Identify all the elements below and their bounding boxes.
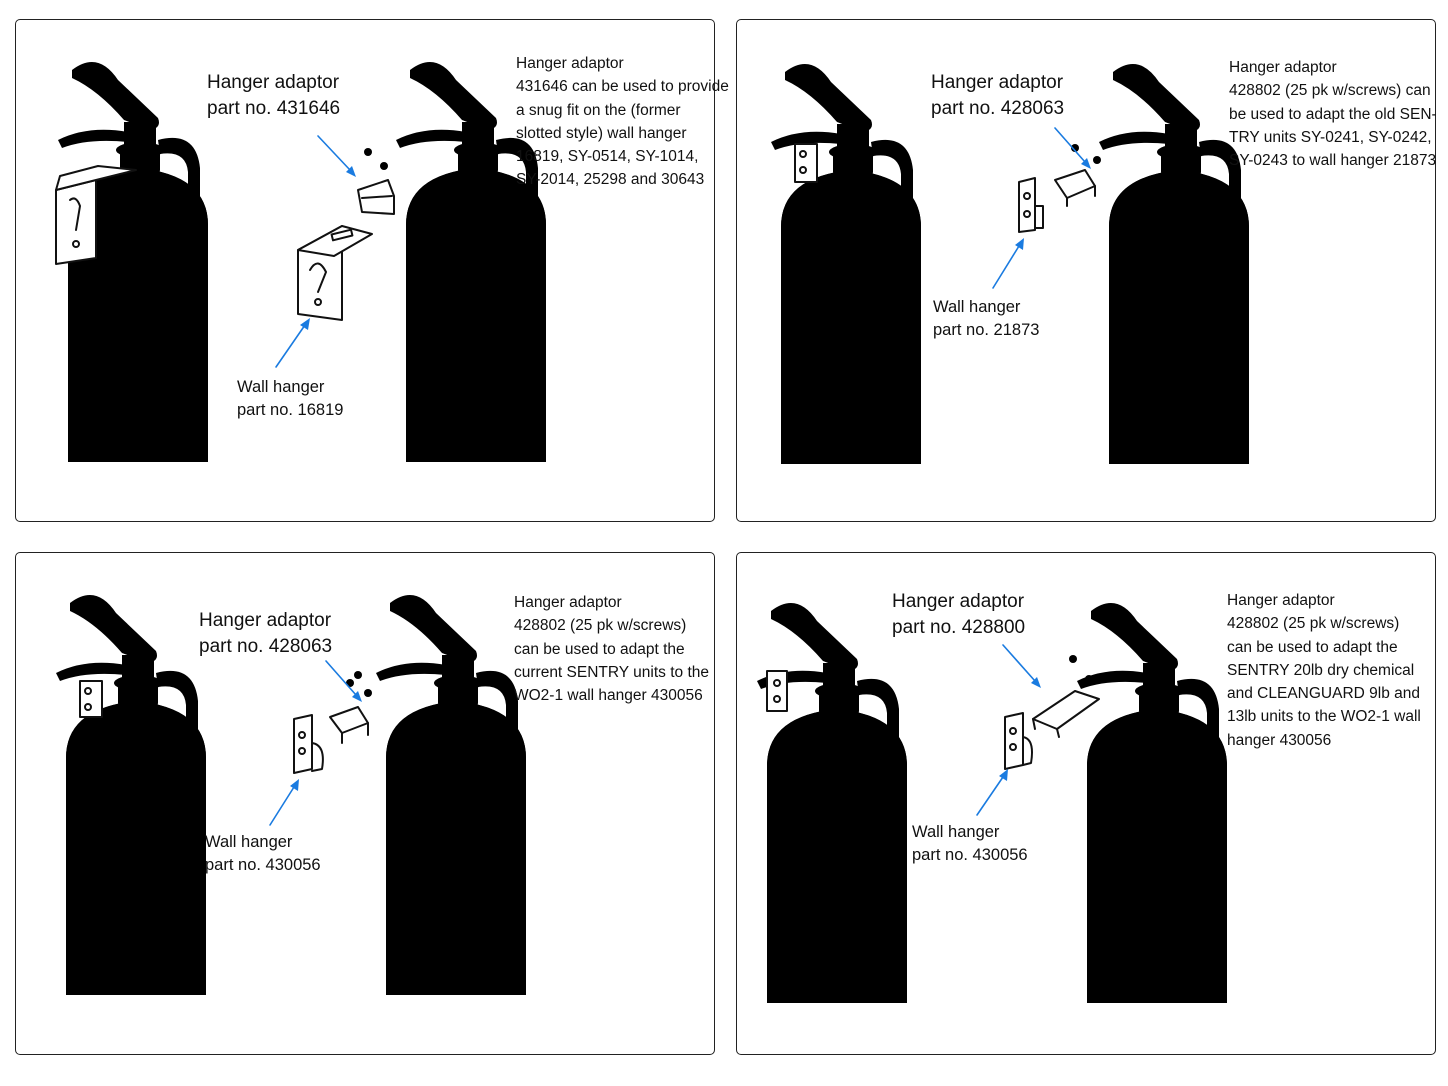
wall-hanger-bracket-icon <box>297 225 373 321</box>
wall-hanger-bracket-icon <box>55 165 137 265</box>
screw-icon <box>1093 156 1101 171</box>
fire-extinguisher-icon <box>58 62 208 462</box>
hanger-adaptor-icon <box>1054 169 1096 207</box>
hanger-adaptor-icon <box>329 706 369 744</box>
hanger-adaptor-icon <box>794 143 818 183</box>
hanger-adaptor-icon <box>357 179 395 215</box>
hanger-adaptor-icon <box>79 680 103 718</box>
screw-icon <box>364 689 372 704</box>
screw-icon <box>354 671 362 686</box>
fire-extinguisher-icon <box>376 595 526 995</box>
fire-extinguisher-icon <box>56 595 206 995</box>
hanger-adaptor-icon <box>1032 690 1100 738</box>
screw-icon <box>364 148 372 163</box>
fire-extinguisher-icon <box>1099 64 1249 464</box>
panel-1-illustration <box>55 62 546 462</box>
screw-icon <box>380 162 388 177</box>
wall-hanger-bracket-icon <box>1018 177 1044 233</box>
screw-icon <box>1069 655 1077 670</box>
panel-2-illustration <box>771 64 1249 464</box>
fire-extinguisher-icon <box>1077 603 1227 1003</box>
panel-3-illustration <box>56 595 526 995</box>
fire-extinguisher-icon <box>757 603 907 1003</box>
panel-4-illustration <box>757 603 1227 1003</box>
hanger-adaptor-icon <box>766 670 788 712</box>
fire-extinguisher-icon <box>771 64 921 464</box>
wall-hanger-bracket-icon <box>1004 712 1033 770</box>
wall-hanger-bracket-icon <box>293 714 324 774</box>
